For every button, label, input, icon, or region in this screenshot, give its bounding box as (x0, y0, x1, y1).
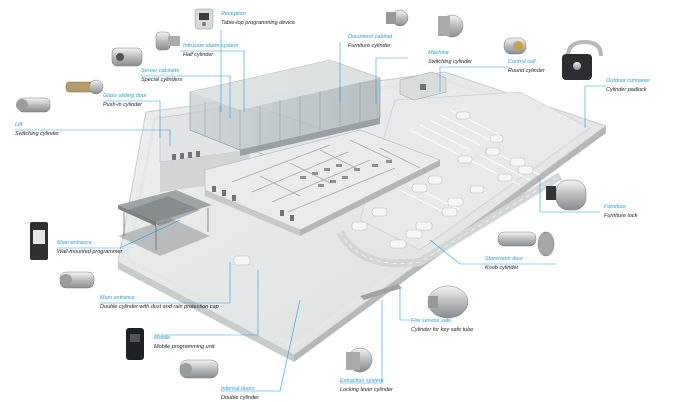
callout-title: Intrusion alarm system (183, 43, 239, 49)
callout-subtitle: Special cylinders (141, 77, 183, 83)
callout-subtitle: Mobile programming unit (154, 344, 215, 350)
machine-switching-cylinder-icon (438, 14, 464, 38)
glass-upper-floor (189, 59, 381, 156)
callout-title: Machine (428, 50, 449, 56)
callout-subtitle: Double cylinder (221, 395, 259, 401)
annex-building (399, 71, 447, 101)
furniture-cylinder-icon (386, 9, 409, 27)
switching-cylinder-icon (16, 97, 51, 113)
parked-cars (233, 111, 534, 266)
callout-glass-sliding-door: Glass sliding door Push-in cylinder (103, 92, 147, 110)
locking-lever-cylinder-icon (346, 347, 373, 373)
callout-title: Internal doors (221, 386, 255, 392)
callout-storeroom-door: Storeroom door Knob cylinder (485, 255, 523, 273)
callout-control-cell: Control cell Round cylinder (508, 58, 545, 76)
key-safe-cylinder-icon (427, 285, 469, 319)
callout-title: Fire service safe (411, 318, 452, 324)
double-cylinder-icon (179, 359, 219, 379)
callout-subtitle: Furniture cylinder (348, 43, 391, 49)
callout-title: Server cabinets (141, 68, 180, 74)
callout-subtitle: Knob cylinder (485, 265, 519, 271)
callout-subtitle: Furniture lock (604, 213, 638, 219)
callout-title: Storeroom door (485, 256, 524, 262)
callout-subtitle: Double cylinder with dust and rain prote… (100, 304, 219, 310)
callout-lines (15, 30, 606, 392)
carport (118, 190, 212, 256)
tabletop-programmer-icon (194, 8, 214, 30)
callout-subtitle: Round cylinder (508, 68, 545, 74)
callout-subtitle: Wall-mounted programmer (57, 249, 123, 255)
callout-title: Extraction system (340, 378, 384, 384)
callout-subtitle: Cylinder padlock (606, 87, 647, 93)
callout-machine: Machine Switching cylinder (428, 49, 472, 67)
special-cylinder-icon (111, 47, 143, 67)
callout-title: Furniture (604, 204, 627, 210)
callout-extraction-system: Extraction system Locking lever cylinder (340, 377, 393, 395)
callout-title: Main entrance (57, 240, 92, 246)
callout-reception: Reception Table-top programming device (221, 10, 295, 28)
callout-title: Control cell (508, 59, 536, 65)
callout-main-entrance-wall: Main entrance Wall-mounted programmer (57, 239, 122, 257)
furniture-lock-icon (546, 179, 587, 211)
callout-main-entrance-cylinder: Main entrance Double cylinder with dust … (100, 294, 219, 312)
round-cylinder-icon (503, 37, 527, 55)
callout-title: Mobile (154, 335, 171, 341)
callout-title: Document cabinet (348, 34, 393, 40)
access-road (336, 172, 563, 300)
callout-subtitle: Half cylinder (183, 52, 214, 58)
knob-cylinder-icon (497, 231, 555, 257)
callout-server-cabinets: Server cabinets Special cylinders (141, 67, 182, 85)
callout-intrusion-alarm: Intrusion alarm system Half cylinder (183, 42, 238, 60)
callout-fire-service-safe: Fire service safe Cylinder for key safe … (411, 317, 473, 335)
double-cylinder-protection-cap-icon (59, 271, 95, 289)
callout-outdoor-container: Outdoor container Cylinder padlock (606, 77, 650, 95)
callout-subtitle: Locking lever cylinder (340, 387, 393, 393)
callout-subtitle: Switching cylinder (428, 59, 473, 65)
wall-programmer-icon (30, 222, 48, 260)
callout-title: Reception (221, 11, 246, 17)
callout-furniture: Furniture Furniture lock (604, 203, 637, 221)
callout-subtitle: Cylinder for key safe tube (411, 327, 474, 333)
callout-document-cabinet: Document cabinet Furniture cylinder (348, 33, 392, 51)
padlock-icon (562, 39, 603, 80)
callout-title: Outdoor container (606, 78, 651, 84)
push-in-cylinder-icon (65, 79, 104, 95)
callout-lift: Lift Switching cylinder (15, 121, 59, 139)
half-cylinder-icon (155, 31, 180, 51)
callout-subtitle: Table-top programming device (221, 20, 296, 26)
callout-mobile: Mobile Mobile programming unit (154, 334, 215, 352)
mobile-programmer-icon (126, 328, 144, 360)
callout-subtitle: Push-in cylinder (103, 102, 143, 108)
callout-title: Glass sliding door (103, 93, 147, 99)
callout-internal-doors: Internal doors Double cylinder (221, 385, 259, 402)
callout-title: Main entrance (100, 295, 135, 301)
callout-title: Lift (15, 122, 23, 128)
callout-subtitle: Switching cylinder (15, 131, 60, 137)
